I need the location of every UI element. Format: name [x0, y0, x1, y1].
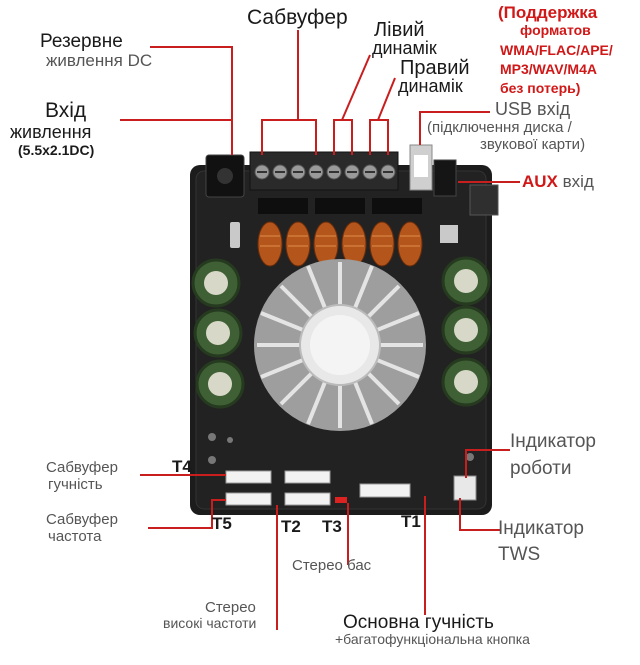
- sub-volume-label-2: гучність: [48, 476, 103, 493]
- formats-note-4: MP3/WAV/M4A: [500, 61, 597, 77]
- main-volume-label: Основна гучність: [343, 612, 494, 633]
- right-speaker-label: Правий: [400, 57, 470, 79]
- aux-label-prefix: AUX: [522, 172, 558, 191]
- formats-note-1: (Поддержка: [498, 3, 598, 22]
- t2-label: T2: [281, 517, 301, 536]
- aux-label: AUX вхід: [522, 173, 594, 190]
- usb-label: USB вхід: [495, 99, 571, 119]
- power-input-label: Вхід: [45, 99, 87, 122]
- heatsink: [254, 259, 426, 431]
- bottom-connectors: [225, 470, 411, 506]
- subwoofer-label: Сабвуфер: [247, 6, 348, 29]
- left-speaker-label: Лівий: [374, 19, 425, 41]
- t3-label: T3: [322, 517, 342, 536]
- right-speaker-label-2: динамік: [398, 76, 463, 96]
- capacitors-left: [191, 258, 245, 409]
- usb-label-3: звукової карти): [480, 136, 586, 153]
- formats-note-3: WMA/FLAC/APE/: [500, 42, 613, 58]
- aux-label-suffix: вхід: [557, 172, 594, 191]
- t5-label: T5: [212, 514, 232, 533]
- stereo-treble-label-2: високі частоти: [163, 615, 257, 631]
- formats-note-2: форматов: [520, 22, 591, 38]
- power-input-label-2: живлення: [10, 122, 92, 142]
- speaker-terminal-block: [249, 151, 399, 191]
- sub-freq-label: Сабвуфер: [46, 511, 118, 528]
- tws-indicator-label-2: TWS: [498, 544, 541, 565]
- power-input-spec: (5.5x2.1DC): [18, 142, 95, 158]
- main-volume-label-2: +багатофункціональна кнопка: [335, 631, 530, 647]
- reserve-power-label: Резервне: [40, 31, 123, 52]
- stereo-treble-label: Стерео: [205, 599, 256, 616]
- t1-label: T1: [401, 512, 421, 531]
- aux-jack: [433, 159, 457, 197]
- sub-volume-label: Сабвуфер: [46, 459, 118, 476]
- formats-note-5: без потерь): [500, 80, 581, 96]
- tws-indicator-label: Індикатор: [498, 518, 584, 539]
- pointer-lines: [120, 30, 520, 630]
- work-indicator-label-2: роботи: [510, 458, 572, 479]
- reserve-power-label-2: живлення DC: [46, 51, 153, 70]
- usb-label-2: (підключення диска /: [427, 119, 572, 136]
- capacitors-right: [441, 256, 491, 407]
- work-indicator-label: Індикатор: [510, 431, 596, 452]
- stereo-bass-label: Стерео бас: [292, 557, 372, 574]
- left-speaker-label-2: динамік: [372, 38, 437, 58]
- bluetooth-module: [469, 184, 499, 216]
- sub-freq-label-2: частота: [48, 528, 102, 545]
- t4-label: T4: [172, 457, 192, 476]
